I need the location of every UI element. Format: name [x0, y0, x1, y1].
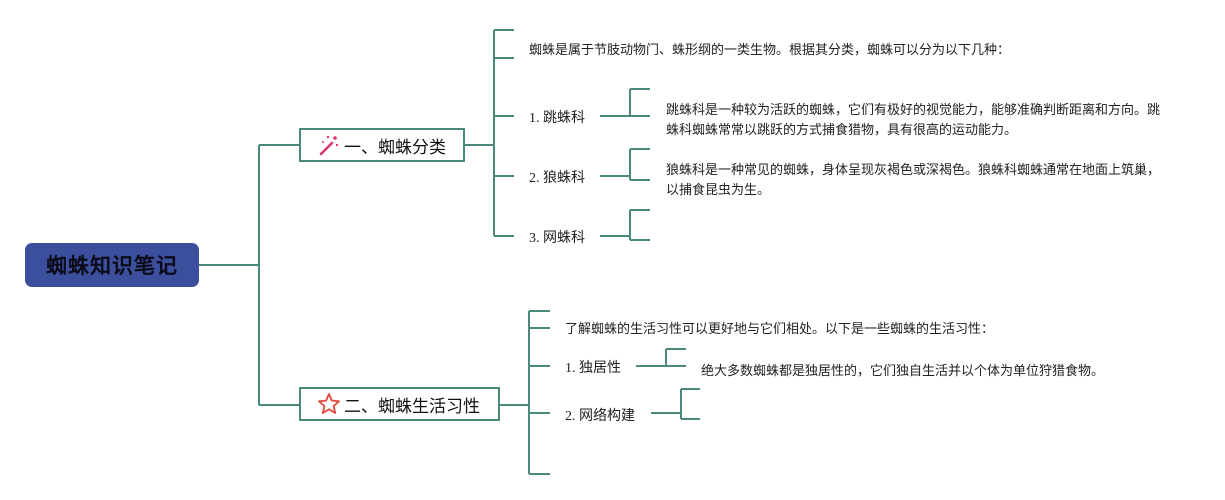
root-node[interactable]: 蜘蛛知识笔记 [25, 243, 199, 287]
wolf-spider-description: 狼蛛科是一种常见的蜘蛛，身体呈现灰褐色或深褐色。狼蛛科蜘蛛通常在地面上筑巢，以捕… [666, 163, 1161, 198]
habits-intro: 了解蜘蛛的生活习性可以更好地与它们相处。以下是一些蜘蛛的生活习性： [565, 322, 995, 337]
topic-title: 一、蜘蛛分类 [344, 137, 446, 158]
topic-title: 二、蜘蛛生活习性 [344, 396, 480, 417]
subtopic-web-spider[interactable]: 3. 网蛛科 [529, 231, 585, 246]
subtopic-solitary[interactable]: 1. 独居性 [565, 361, 621, 376]
magic-wand-icon [317, 133, 341, 157]
topic-spider-classification[interactable]: 一、蜘蛛分类 [299, 128, 465, 162]
subtopic-wolf-spider[interactable]: 2. 狼蛛科 [529, 171, 585, 186]
classification-intro: 蜘蛛是属于节肢动物门、蛛形纲的一类生物。根据其分类，蜘蛛可以分为以下几种： [529, 43, 1011, 58]
topic-spider-habits[interactable]: 二、蜘蛛生活习性 [299, 387, 500, 421]
root-title: 蜘蛛知识笔记 [46, 254, 178, 278]
subtopic-jumping-spider[interactable]: 1. 跳蛛科 [529, 111, 585, 126]
jumping-spider-description: 跳蛛科是一种较为活跃的蜘蛛，它们有极好的视觉能力，能够准确判断距离和方向。跳蛛科… [666, 103, 1161, 138]
star-icon [317, 392, 341, 416]
solitary-description: 绝大多数蜘蛛都是独居性的，它们独自生活并以个体为单位狩猎食物。 [701, 364, 1105, 379]
subtopic-web-building[interactable]: 2. 网络构建 [565, 409, 635, 424]
